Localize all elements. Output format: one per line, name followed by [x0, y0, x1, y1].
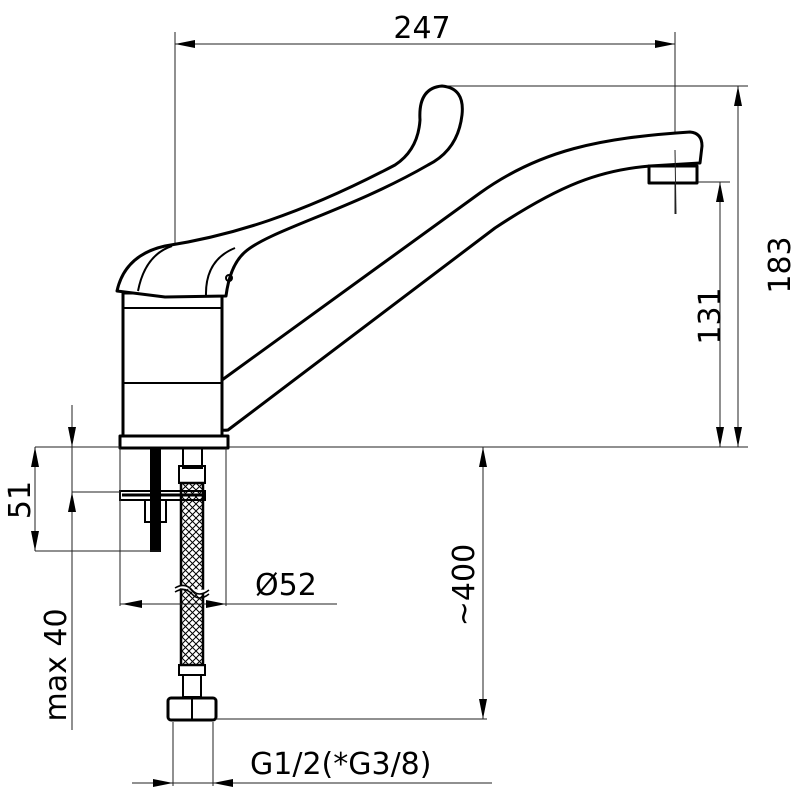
- dim-label-183: 183: [763, 236, 798, 293]
- spout: [213, 130, 704, 432]
- body-cylinder: [121, 291, 224, 438]
- dimension-base-diameter: Ø52: [119, 448, 337, 608]
- lever-handle: [115, 84, 464, 299]
- dimension-connection-thread: G1/2(*G3/8): [132, 722, 492, 787]
- dim-label-131: 131: [693, 287, 728, 344]
- dim-label-max-40: max 40: [39, 608, 74, 721]
- dimension-hose-length: ~400: [216, 447, 487, 720]
- dim-label-400: ~400: [447, 544, 482, 626]
- aerator: [647, 164, 699, 185]
- dim-label-247: 247: [393, 11, 450, 46]
- dimension-overall-height: 183: [440, 85, 798, 447]
- dimension-max-deck-thickness: max 40: [39, 405, 120, 730]
- dim-label-diameter-52: Ø52: [255, 568, 317, 603]
- base-plate: [118, 434, 230, 450]
- dimension-overall-length: 247: [174, 11, 676, 382]
- dimension-shank-length: 51: [3, 446, 160, 552]
- dim-label-g-thread: G1/2(*G3/8): [250, 747, 431, 782]
- dimension-spout-height: 131: [693, 181, 730, 447]
- dim-label-51: 51: [3, 481, 38, 519]
- flexible-hose: [166, 447, 218, 722]
- tap-body: [115, 84, 704, 450]
